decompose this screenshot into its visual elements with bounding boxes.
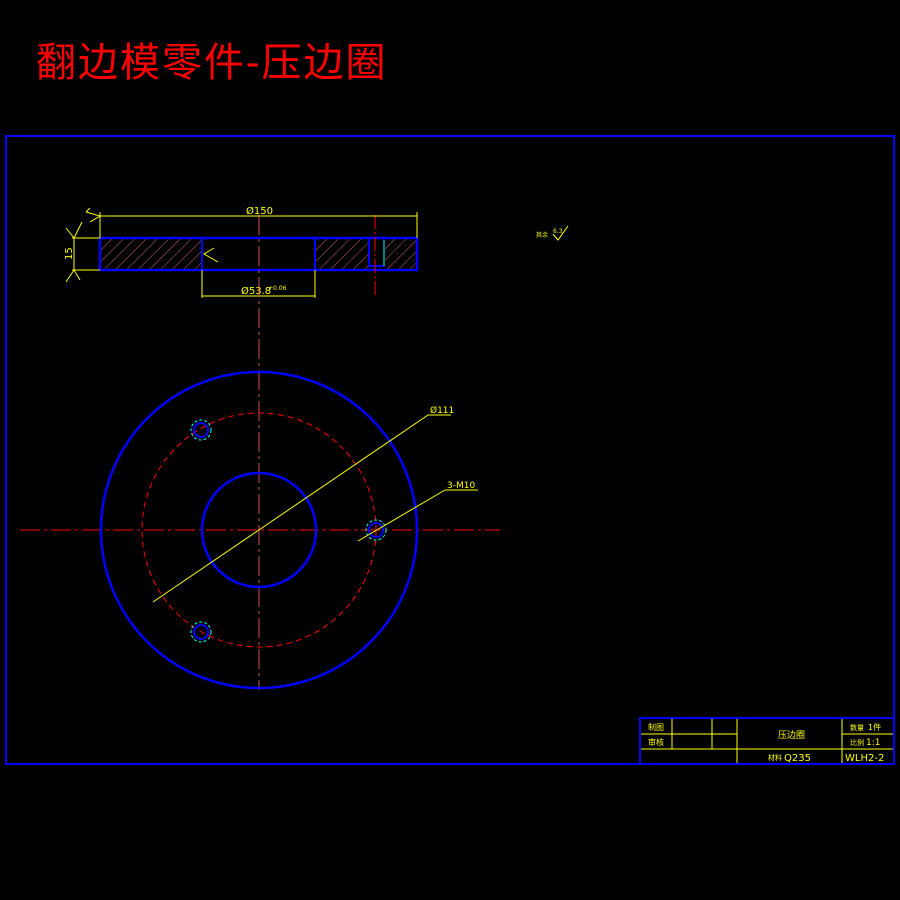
dim-bolt-circle: Ø111 — [430, 405, 454, 416]
dim-thickness: 15 — [64, 247, 75, 260]
outer-circle — [99, 370, 419, 690]
roughness-symbol-bottom — [65, 269, 81, 283]
material-value: Q235 — [784, 753, 811, 764]
surface-other-value: 6.3 — [553, 228, 563, 235]
tapped-hole-section — [368, 237, 385, 267]
drawing-frame — [5, 135, 895, 765]
section-view: Ø150 Ø53.8 +0.06 15 其余 6.3 — [64, 205, 569, 298]
hatch-left — [100, 238, 202, 270]
scale-label: 比例 — [850, 738, 864, 747]
roughness-symbol-top — [85, 207, 102, 223]
title-block — [639, 717, 895, 765]
part-name: 压边圈 — [778, 730, 805, 741]
scale-value: 1:1 — [866, 738, 880, 748]
roughness-symbol-other — [552, 225, 569, 241]
surface-other-label: 其余 — [536, 231, 548, 239]
bore-circle — [200, 471, 318, 589]
tapped-hole-3 — [190, 621, 212, 643]
drawing-title: 翻边模零件-压边圈 — [36, 40, 388, 86]
roughness-symbol-left — [65, 221, 83, 239]
hatch-right-a — [315, 238, 369, 270]
quantity-value: 1件 — [868, 722, 881, 732]
dim-bore-diameter: Ø53.8 — [241, 285, 271, 297]
hatch-right-b — [384, 238, 417, 270]
roughness-symbol-bore — [203, 247, 219, 263]
dim-outer-diameter: Ø150 — [246, 205, 273, 217]
drawn-label: 制图 — [648, 722, 664, 732]
dim-bore-tolerance: +0.06 — [268, 285, 287, 292]
section-outline — [98, 236, 419, 272]
checked-label: 审核 — [648, 737, 664, 747]
drawing-number: WLH2-2 — [845, 753, 884, 764]
quantity-label: 数量 — [850, 723, 864, 732]
material-label: 材料 — [768, 753, 782, 762]
plan-view: Ø111 3-M10 — [20, 370, 500, 690]
dim-threaded-holes: 3-M10 — [447, 481, 475, 491]
tapped-hole-2 — [365, 519, 387, 541]
tapped-hole-1 — [190, 419, 212, 441]
